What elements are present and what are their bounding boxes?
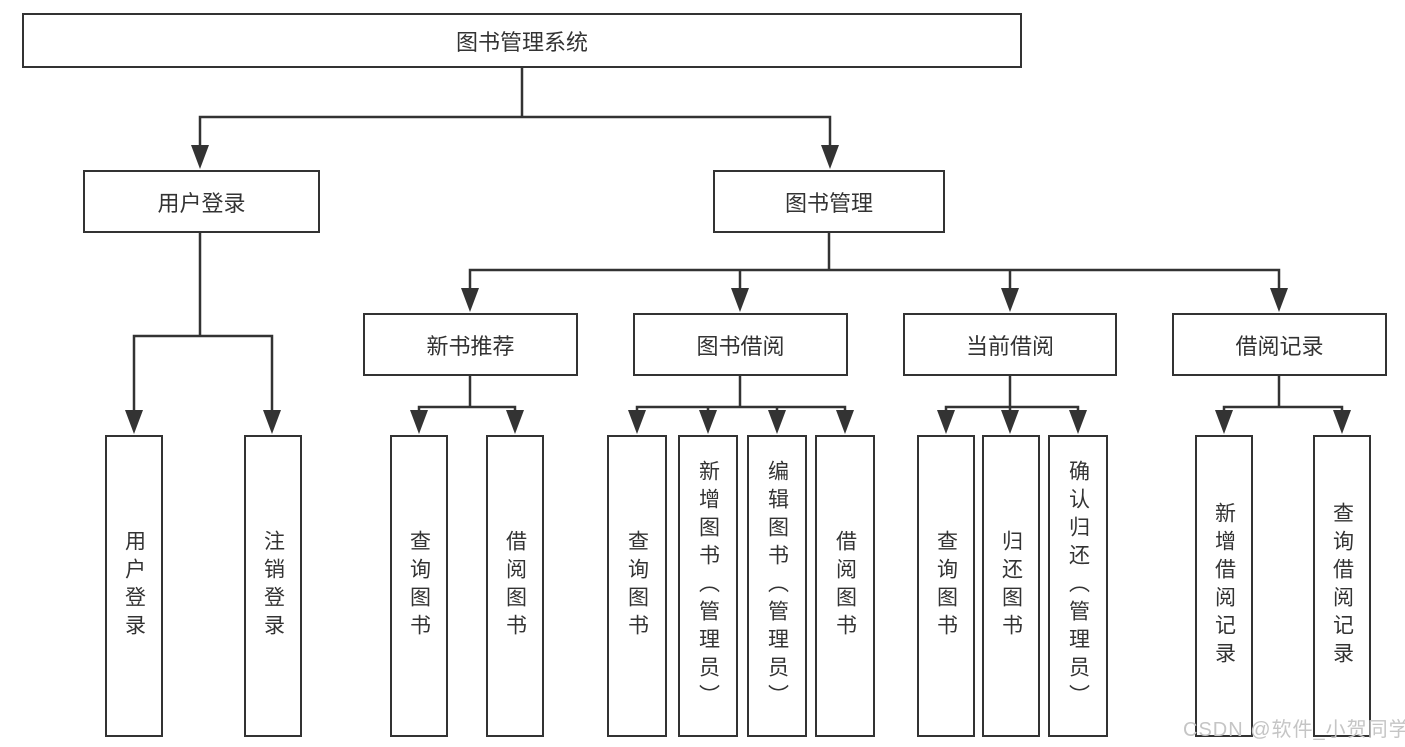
leaf-add-book-admin: 新增图书（管理员）: [678, 435, 738, 737]
node-root-label: 图书管理系统: [455, 29, 588, 55]
node-borrow-records: 借阅记录: [1172, 313, 1387, 376]
node-book-management: 图书管理: [713, 170, 945, 233]
leaf-query-borrow-record: 查询借阅记录: [1313, 435, 1371, 737]
leaf-edit-book-admin: 编辑图书（管理员）: [747, 435, 807, 737]
leaf-return-book: 归还图书: [982, 435, 1040, 737]
leaf-query-books-borrow: 查询图书: [607, 435, 667, 737]
node-root: 图书管理系统: [22, 13, 1022, 68]
connector-book-mgmt-to-level3: [461, 231, 1288, 312]
connector-new-book-recommend-to-children: [410, 374, 524, 434]
leaf-borrow-books-borrow: 借阅图书: [815, 435, 875, 737]
node-book-borrow: 图书借阅: [633, 313, 848, 376]
leaf-query-books-current: 查询图书: [917, 435, 975, 737]
leaf-query-books-recommend: 查询图书: [390, 435, 448, 737]
node-user-login: 用户登录: [83, 170, 320, 233]
node-book-management-label: 图书管理: [784, 190, 873, 216]
connector-user-login-to-children: [125, 231, 281, 434]
connector-borrow-records-to-children: [1215, 374, 1351, 434]
leaf-borrow-books-recommend: 借阅图书: [486, 435, 544, 737]
connector-current-borrow-to-children: [937, 374, 1087, 434]
leaf-confirm-return-admin: 确认归还（管理员）: [1048, 435, 1108, 737]
connector-root-to-level2: [191, 66, 839, 169]
csdn-watermark: CSDN @软件_小贺同学: [1183, 719, 1405, 741]
leaf-logout: 注销登录: [244, 435, 302, 737]
leaf-add-borrow-record: 新增借阅记录: [1195, 435, 1253, 737]
node-user-login-label: 用户登录: [157, 190, 246, 216]
node-current-borrow: 当前借阅: [903, 313, 1117, 376]
node-new-book-recommend: 新书推荐: [363, 313, 578, 376]
leaf-user-login: 用户登录: [105, 435, 163, 737]
connector-book-borrow-to-children: [628, 374, 854, 434]
